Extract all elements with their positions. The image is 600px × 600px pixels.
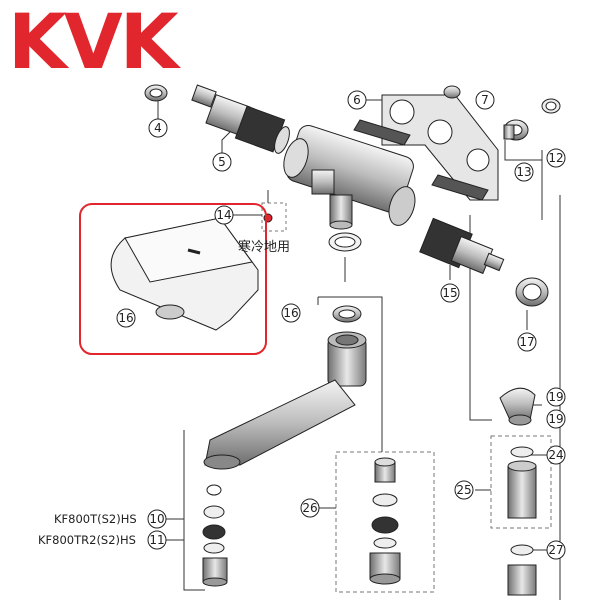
cold-region-label: 寒冷地用 — [238, 240, 291, 255]
callout-26: 25 — [454, 480, 474, 500]
callout-17: 13 — [514, 162, 534, 182]
callout-label: 19 — [548, 412, 563, 426]
callout-24: 26 — [300, 498, 320, 518]
part-13-cover — [110, 217, 259, 331]
callout-4: 17 — [517, 332, 537, 352]
callout-label: 16 — [283, 306, 298, 320]
callout-label: 10 — [149, 512, 164, 526]
part-19-washer — [541, 98, 561, 114]
callout-16b: 27 — [546, 540, 566, 560]
callout-label: 24 — [548, 448, 563, 462]
aerator-stack-left — [202, 484, 228, 587]
callout-19: 7 — [475, 90, 495, 110]
callout-label: 27 — [548, 543, 563, 557]
callout-5: 15 — [440, 283, 460, 303]
callout-15: 19 — [546, 387, 566, 407]
part-26-group-box — [490, 435, 552, 529]
callout-label: 13 — [516, 165, 531, 179]
callout-label: 7 — [481, 93, 489, 107]
part-6-cartridge — [191, 84, 290, 154]
part-4-fitting — [515, 277, 549, 307]
callout-label: 11 — [149, 533, 164, 547]
part-5-cartridge — [419, 217, 505, 275]
part-24-aerator-kit — [369, 457, 401, 585]
callout-label: 26 — [302, 501, 317, 515]
callout-14: 6 — [347, 90, 367, 110]
callout-10: 10 — [147, 509, 167, 529]
callout-label: 12 — [548, 151, 563, 165]
part-27-group-box — [261, 202, 287, 232]
part-26-connector — [507, 446, 537, 596]
callout-label: 6 — [353, 93, 361, 107]
callout-label: 17 — [519, 335, 534, 349]
callout-label: 4 — [154, 121, 162, 135]
callout-13: 16 — [116, 308, 136, 328]
callout-25: 19 — [546, 409, 566, 429]
callout-6: 5 — [212, 152, 232, 172]
kvk-logo: KVK — [8, 0, 179, 86]
part-19-fitting-top — [443, 85, 461, 99]
callouts: 4 5 6 7 12 13 14 15 16 16 17 19 19 24 25… — [116, 90, 566, 560]
callout-7: 4 — [148, 118, 168, 138]
callout-16: 24 — [546, 445, 566, 465]
part-14-mounting-plate — [353, 94, 499, 201]
valve-body — [283, 124, 416, 230]
callout-label: 14 — [216, 208, 231, 222]
callout-label: 5 — [218, 155, 226, 169]
part-17-fitting — [503, 119, 529, 141]
callout-11: 11 — [147, 530, 167, 550]
right-edge-line — [541, 150, 561, 600]
model-label-kf800tr2: KF800TR2(S2)HS — [38, 533, 136, 547]
callout-label: 25 — [456, 483, 471, 497]
part-24-group-box — [335, 451, 435, 593]
callout-19b: 12 — [546, 148, 566, 168]
callout-label: 19 — [548, 390, 563, 404]
callout-label: 16 — [118, 311, 133, 325]
part-15-elbow — [499, 387, 536, 426]
part-7-fitting — [144, 84, 168, 102]
spout — [203, 331, 367, 470]
callout-12: 16 — [281, 303, 301, 323]
callout-27: 14 — [214, 205, 234, 225]
callout-label: 15 — [442, 286, 457, 300]
highlight-box — [79, 203, 267, 355]
part-12-washer — [328, 232, 362, 323]
model-label-kf800t: KF800T(S2)HS — [54, 512, 137, 526]
